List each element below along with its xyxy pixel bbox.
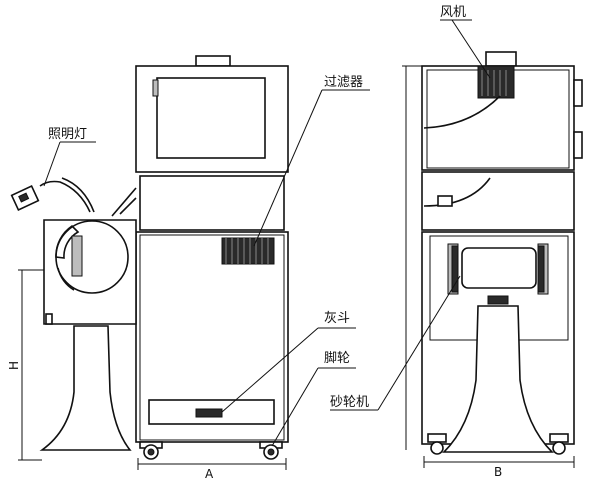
ash-bin-label: 灰斗 <box>324 311 350 326</box>
front-view <box>10 55 289 470</box>
access-panel <box>156 77 266 159</box>
grinder-label: 砂轮机 <box>330 395 369 410</box>
height-dim-label: H <box>7 361 21 370</box>
filter-label: 过滤器 <box>324 75 363 90</box>
filter-section <box>139 175 285 231</box>
side-view <box>402 51 583 468</box>
front-grinder <box>10 177 137 451</box>
filter-cartridge <box>221 237 275 265</box>
fan-unit <box>477 65 515 99</box>
width-b-label: B <box>494 465 502 479</box>
drawer-handle <box>195 408 223 418</box>
lamp-label: 照明灯 <box>48 127 87 142</box>
width-b-dimension <box>423 456 575 468</box>
leader-lines <box>43 19 491 447</box>
width-a-label: A <box>205 467 214 481</box>
side-casters <box>427 433 569 455</box>
fan-label: 风机 <box>440 5 466 20</box>
width-a-dimension <box>137 458 287 470</box>
side-grinder <box>442 243 554 453</box>
front-casters <box>139 441 283 460</box>
height-dimension <box>18 269 44 461</box>
caster-label: 脚轮 <box>324 350 350 366</box>
